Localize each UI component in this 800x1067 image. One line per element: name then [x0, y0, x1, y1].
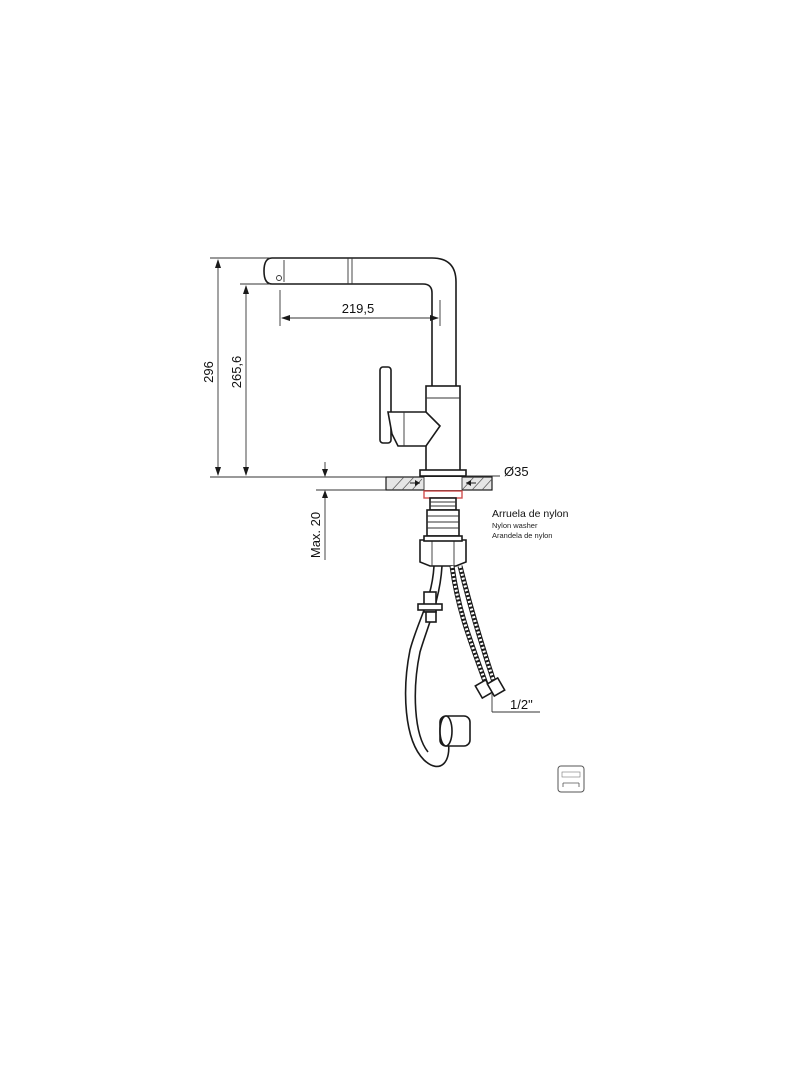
connection-label: 1/2": [510, 697, 533, 712]
washer-note-en: Nylon washer: [492, 521, 538, 530]
washer-note-es: Arruela de nylon: [492, 508, 569, 520]
dimension-height-spout: 265,6: [229, 283, 270, 476]
faucet-body: [263, 257, 467, 477]
washer-note: Arruela de nylon Nylon washer Arandela d…: [492, 508, 569, 540]
dimension-connection: 1/2": [491, 694, 540, 713]
dimension-hole-diameter: Ø35: [466, 464, 529, 479]
dimension-max-deck: Max. 20: [308, 462, 386, 560]
dimension-reach: 219,5: [279, 290, 441, 326]
hoses: [404, 565, 506, 768]
hose-weight: [439, 715, 471, 747]
max-deck-label: Max. 20: [308, 512, 323, 558]
height-total-label: 296: [201, 361, 216, 383]
dimension-height-total: 296: [201, 257, 386, 478]
hole-diameter-label: Ø35: [504, 464, 529, 479]
braided-supply-hoses: [449, 565, 506, 700]
height-spout-label: 265,6: [229, 356, 244, 389]
hose-valve: [417, 591, 443, 623]
countertop-section: [385, 476, 493, 491]
washer-note-pt: Arandela de nylon: [492, 531, 552, 540]
warranty-badge-icon: [557, 765, 585, 793]
under-deck-assembly: [419, 490, 467, 567]
reach-label: 219,5: [342, 301, 375, 316]
